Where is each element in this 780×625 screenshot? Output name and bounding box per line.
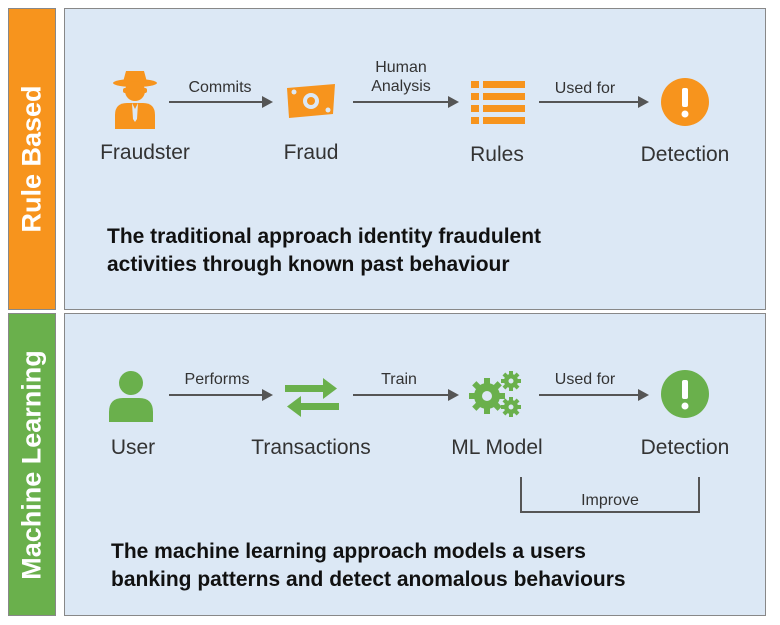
node-user-label: User	[110, 436, 156, 459]
exchange-arrows-icon	[285, 378, 339, 417]
rule-based-description: The traditional approach identity fraudu…	[107, 225, 542, 276]
arrow-used-for	[539, 389, 649, 401]
node-transactions-label: Transactions	[251, 436, 371, 459]
rule-based-side-label: Rule Based	[16, 85, 47, 233]
edge-human-analysis-label: Human Analysis	[371, 59, 431, 95]
ml-panel: User Transactions ML Model Detection Per…	[64, 313, 766, 616]
banknote-icon	[287, 84, 335, 118]
node-rules-label: Rules	[470, 143, 524, 166]
ml-side-label: Machine Learning	[16, 349, 47, 580]
arrow-commits	[169, 96, 273, 108]
exclamation-icon	[661, 370, 709, 418]
rule-based-panel: Fraudster Fraud Rules Detection Commits …	[64, 8, 766, 310]
ml-side-bar: Machine Learning	[8, 313, 56, 616]
node-fraud-label: Fraud	[283, 141, 339, 164]
edge-commits-label: Commits	[188, 79, 252, 96]
arrow-train	[353, 389, 459, 401]
node-fraudster-label: Fraudster	[100, 141, 190, 164]
node-detection-label: Detection	[640, 143, 730, 166]
edge-train-label: Train	[381, 371, 417, 388]
node-detection-label: Detection	[640, 436, 730, 459]
arrow-human-analysis	[353, 96, 459, 108]
improve-feedback-bracket	[520, 477, 700, 513]
node-ml-model-label: ML Model	[451, 436, 543, 459]
edge-performs-label: Performs	[184, 371, 250, 388]
spy-icon	[113, 71, 157, 129]
exclamation-icon	[661, 78, 709, 126]
edge-used-for-label: Used for	[554, 80, 616, 97]
edge-used-for-label: Used for	[554, 371, 616, 388]
improve-label: Improve	[581, 492, 639, 509]
arrow-used-for	[539, 96, 649, 108]
ml-description: The machine learning approach models a u…	[111, 540, 626, 591]
gears-icon	[469, 371, 521, 417]
rule-based-side-bar: Rule Based	[8, 8, 56, 310]
arrow-performs	[169, 389, 273, 401]
user-icon	[109, 371, 153, 422]
list-icon	[471, 81, 525, 124]
